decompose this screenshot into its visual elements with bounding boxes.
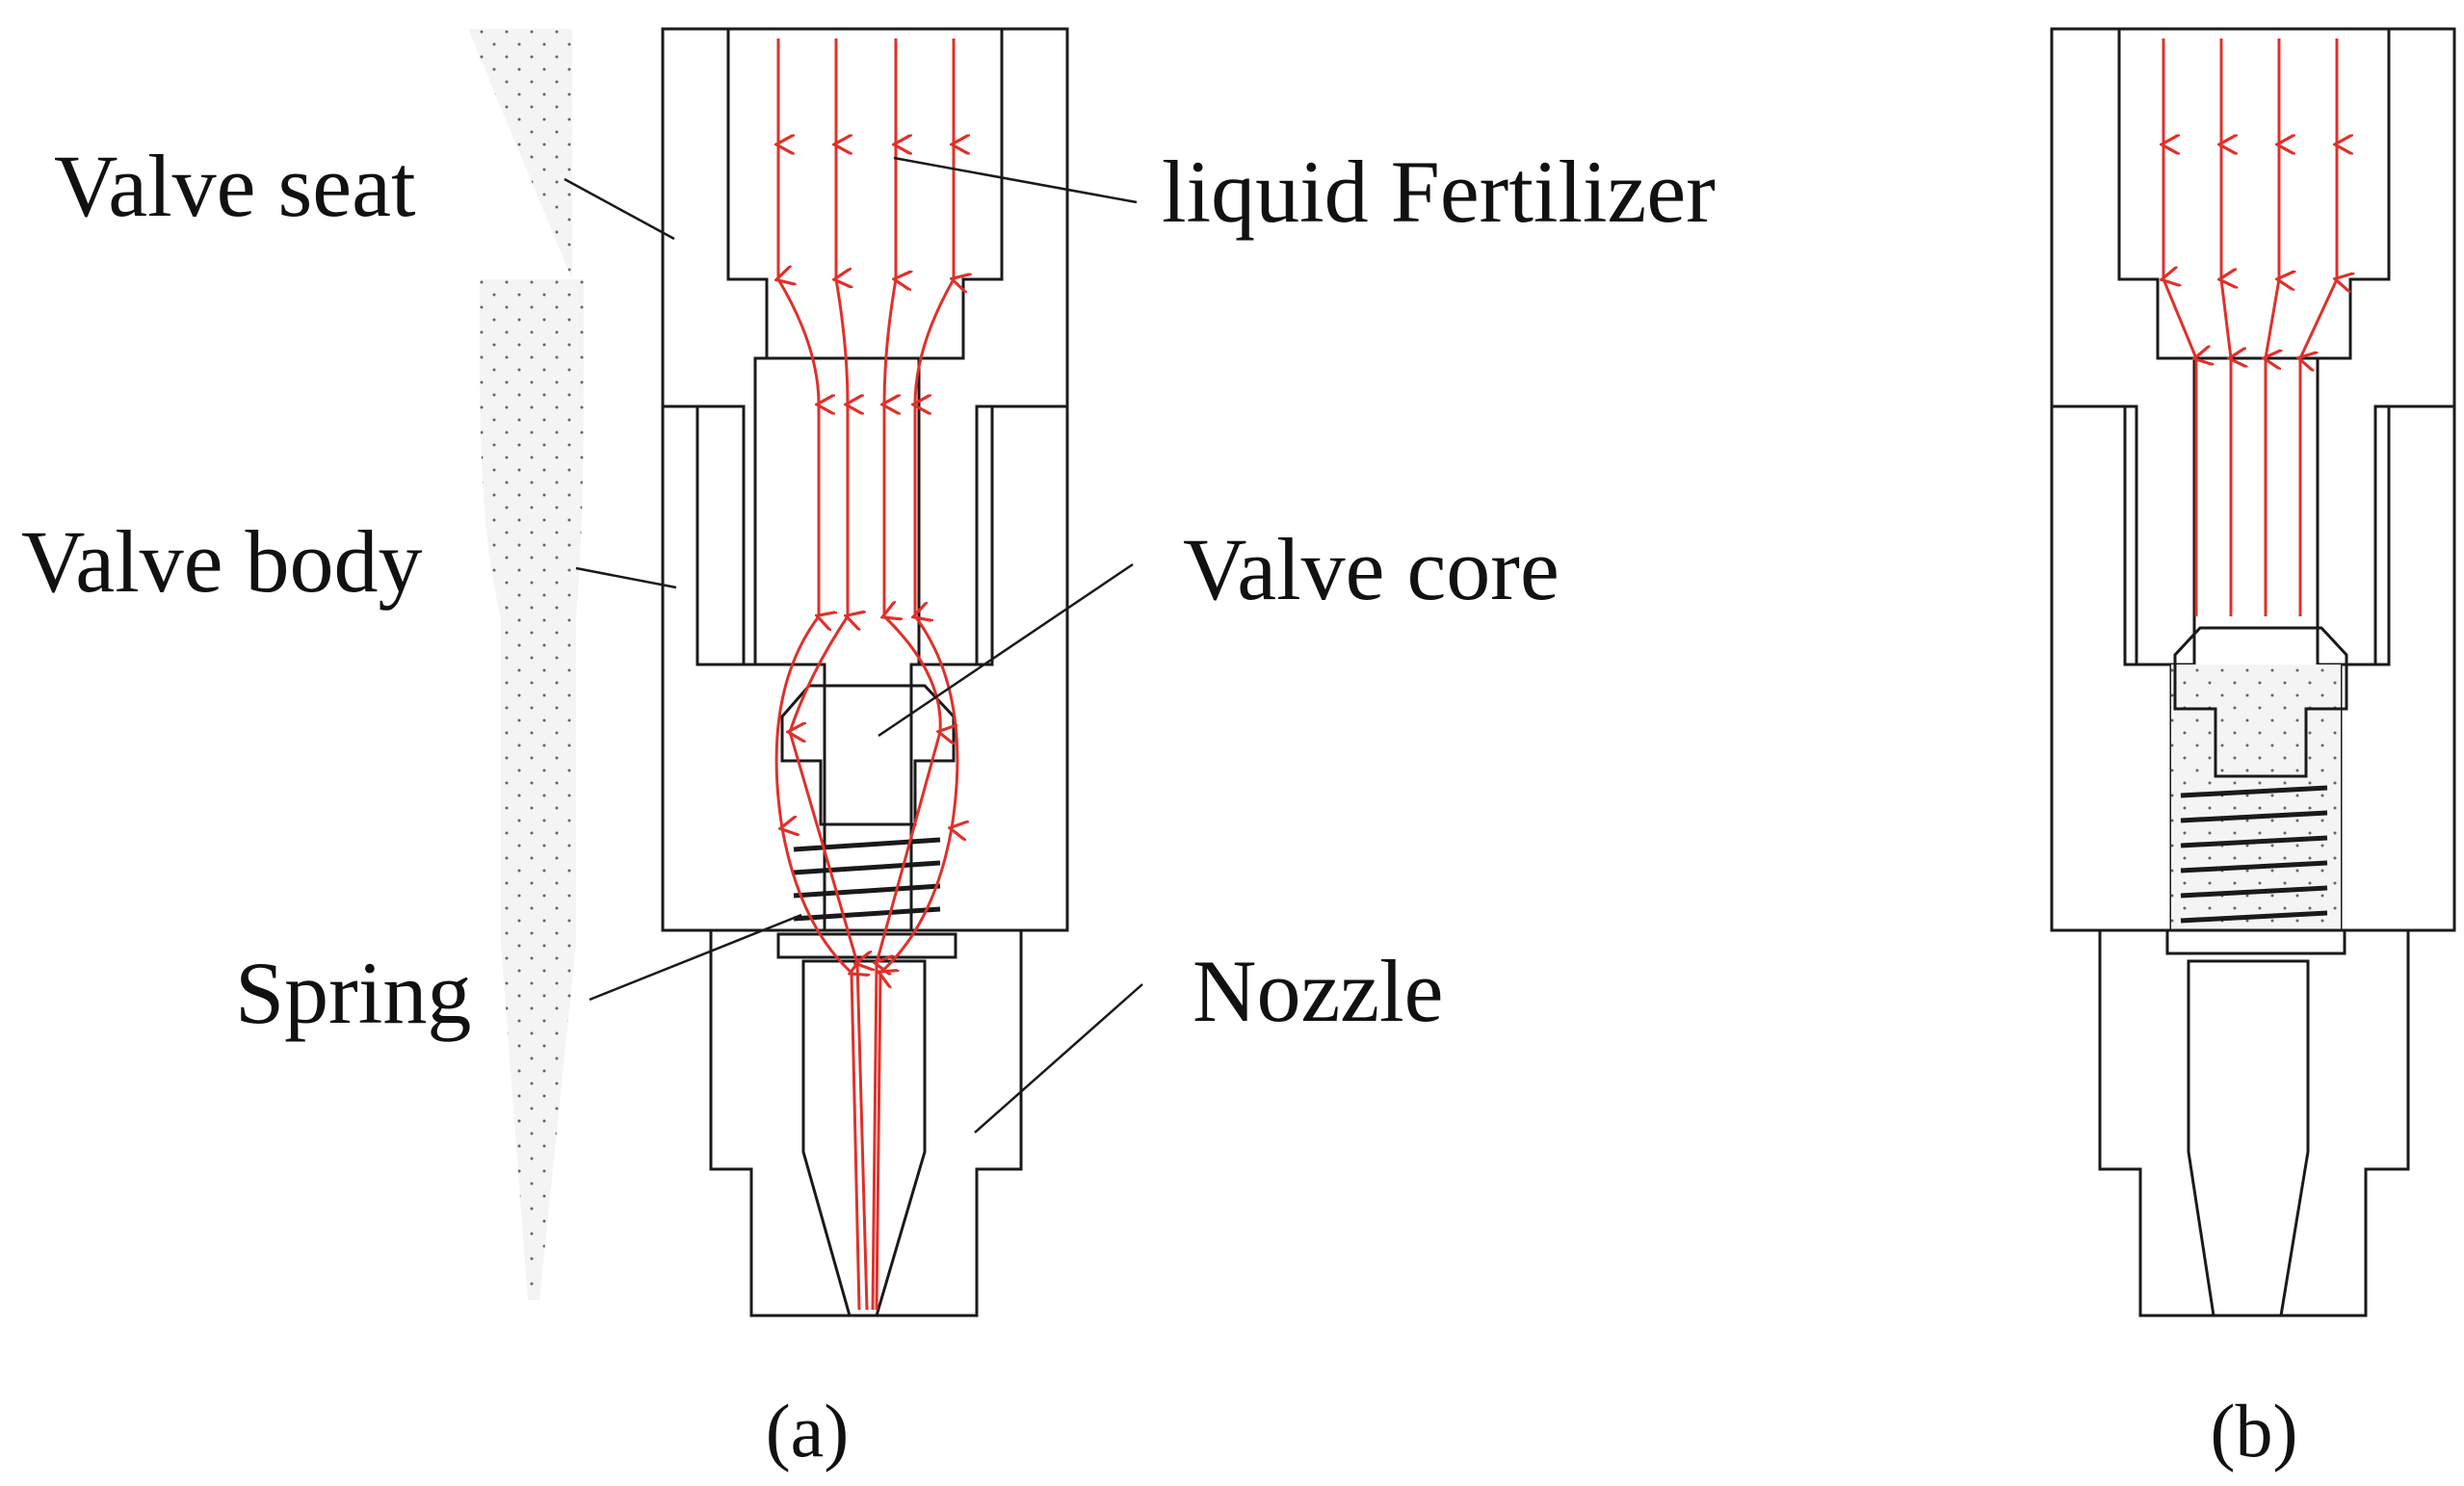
leader-valve-seat: [564, 177, 675, 241]
leader-nozzle: [974, 983, 1143, 1134]
valve-seat-b: [2050, 27, 2456, 666]
label-liquid-fertilizer: liquid Fertilizer: [1162, 143, 1716, 241]
label-valve-core: Valve core: [1183, 520, 1560, 618]
flow-lines-a: [776, 39, 957, 1311]
label-valve-body: Valve body: [21, 512, 422, 611]
valve-section-a: [468, 27, 1069, 1317]
seat-bore-b: [2117, 27, 2391, 360]
leader-valve-core: [878, 562, 1134, 738]
valve-core-a: [780, 684, 956, 826]
label-spring: Spring: [235, 944, 471, 1042]
nozzle-bore-b: [2187, 959, 2310, 1317]
label-nozzle: Nozzle: [1193, 942, 1444, 1040]
spring-b: [2180, 785, 2328, 924]
valve-core-b: [2173, 626, 2348, 778]
leader-spring: [589, 913, 802, 1002]
label-valve-seat: Valve seat: [54, 137, 416, 235]
seat-bore-a: [726, 27, 1004, 360]
caption-b: (b): [2211, 1389, 2298, 1473]
leader-liquid-fertilizer: [893, 156, 1138, 204]
flow-lines-b: [2163, 39, 2337, 616]
nozzle-b: [2098, 928, 2410, 1317]
valve-seat-a: [661, 27, 1069, 666]
leader-valve-body: [575, 566, 677, 589]
fluid-region-a: [468, 29, 584, 1300]
caption-a: (a): [766, 1389, 850, 1473]
spring-a: [793, 837, 941, 922]
nozzle-bore-a: [801, 959, 927, 1317]
valve-body-a: [661, 404, 1069, 932]
leader-lines: [564, 156, 1143, 1134]
spring-seat-b: [2165, 928, 2346, 955]
valve-section-b: [2050, 27, 2456, 1317]
spring-seat-a: [776, 932, 957, 959]
nozzle-a: [709, 928, 1023, 1317]
